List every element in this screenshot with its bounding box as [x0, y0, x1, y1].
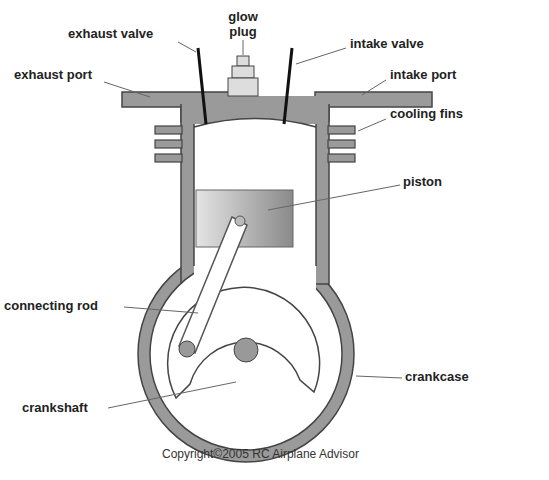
part-label: piston [403, 174, 442, 189]
leader-line-set [104, 40, 402, 408]
part-label: glow plug [222, 9, 264, 39]
glow-plug [228, 56, 258, 96]
part-label: crankshaft [22, 400, 88, 415]
connecting-rod [179, 217, 247, 353]
intake-port [315, 92, 432, 107]
part-label: connecting rod [4, 298, 98, 313]
piston [196, 190, 293, 247]
part-label: exhaust port [14, 67, 92, 82]
combustion-chamber [194, 119, 316, 128]
part-label: intake port [390, 67, 456, 82]
exhaust-valve [198, 48, 206, 124]
crankshaft-web [168, 287, 320, 398]
crankshaft-center [234, 338, 258, 362]
part-label: exhaust valve [68, 26, 153, 41]
copyright-note: Copyright©2005 RC Airplane Advisor [162, 447, 359, 462]
part-label: intake valve [350, 36, 424, 51]
part-label: cooling fins [390, 106, 463, 121]
part-label: crankcase [405, 369, 469, 384]
intake-valve [284, 48, 292, 124]
